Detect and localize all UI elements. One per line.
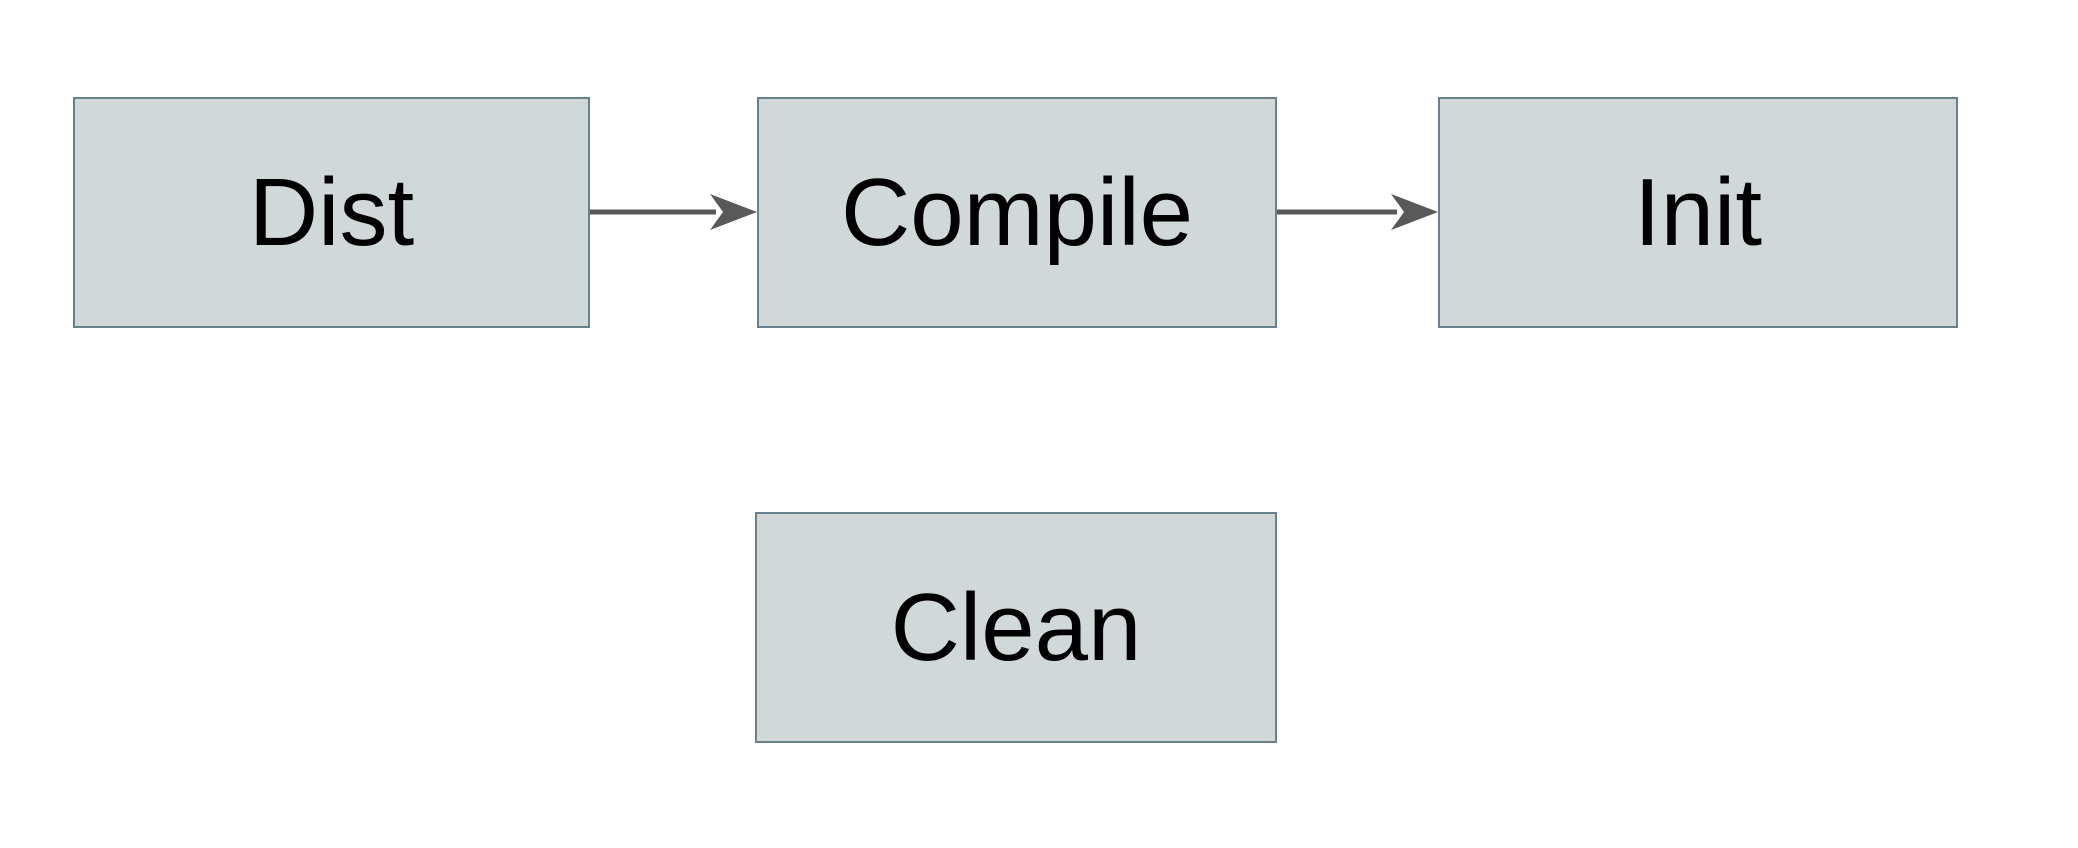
node-init-label: Init xyxy=(1633,158,1763,266)
arrow-dist-to-compile-icon xyxy=(590,194,757,230)
arrow-compile-to-init-icon xyxy=(1277,194,1438,230)
node-compile-label: Compile xyxy=(840,158,1194,266)
node-dist-label: Dist xyxy=(248,158,415,266)
node-clean-label: Clean xyxy=(890,573,1142,681)
node-compile[interactable]: Compile xyxy=(757,97,1277,328)
node-init[interactable]: Init xyxy=(1438,97,1958,328)
node-dist[interactable]: Dist xyxy=(73,97,590,328)
node-clean[interactable]: Clean xyxy=(755,512,1277,743)
